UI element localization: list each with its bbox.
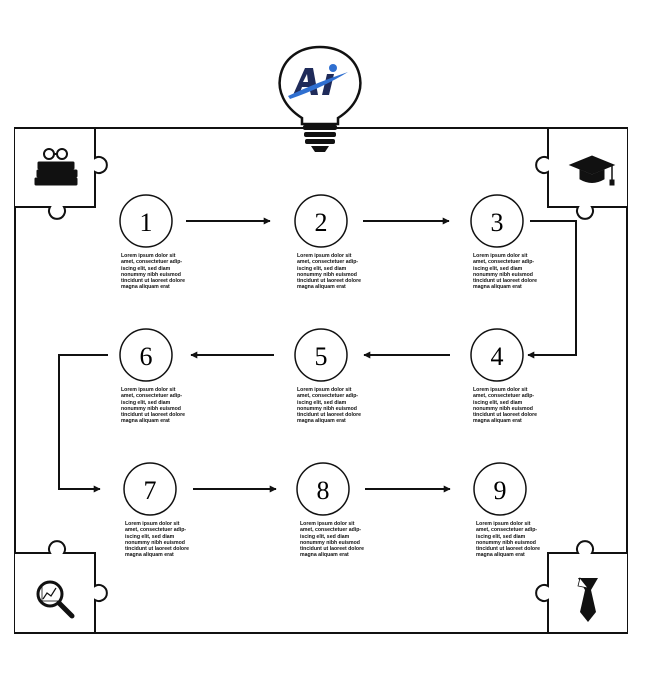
necktie-icon bbox=[577, 577, 598, 622]
step-7-description: Lorem ipsum dolor sit amet, consectetuer… bbox=[125, 521, 189, 559]
step-8-number: 8 bbox=[317, 476, 330, 505]
arrow-6-to-7 bbox=[58, 354, 108, 493]
step-9-description: Lorem ipsum dolor sit amet, consectetuer… bbox=[476, 521, 540, 559]
step-9-number: 9 bbox=[494, 476, 507, 505]
lightbulb-logo bbox=[278, 45, 362, 152]
ai-logo-icon bbox=[288, 64, 348, 99]
step-2-number: 2 bbox=[315, 208, 328, 237]
step-5-circle: 5 bbox=[294, 328, 348, 382]
step-6-description: Lorem ipsum dolor sit amet, consectetuer… bbox=[121, 387, 185, 425]
step-8-circle: 8 bbox=[296, 462, 350, 516]
step-5-description: Lorem ipsum dolor sit amet, consectetuer… bbox=[297, 387, 361, 425]
magnifier-chart-icon bbox=[36, 580, 75, 619]
step-4-description: Lorem ipsum dolor sit amet, consectetuer… bbox=[473, 387, 537, 425]
step-2-description: Lorem ipsum dolor sit amet, consectetuer… bbox=[297, 253, 361, 291]
step-3-description: Lorem ipsum dolor sit amet, consectetuer… bbox=[473, 253, 537, 291]
step-6-number: 6 bbox=[140, 342, 153, 371]
books-glasses-icon bbox=[34, 148, 78, 186]
step-3-number: 3 bbox=[491, 208, 504, 237]
step-9-circle: 9 bbox=[473, 462, 527, 516]
step-6-circle: 6 bbox=[119, 328, 173, 382]
step-7-circle: 7 bbox=[123, 462, 177, 516]
connectors bbox=[58, 217, 577, 493]
arrow-3-to-4 bbox=[527, 220, 577, 359]
step-4-circle: 4 bbox=[470, 328, 524, 382]
step-1-circle: 1 bbox=[119, 194, 173, 248]
step-4-number: 4 bbox=[491, 342, 504, 371]
graduation-cap-icon bbox=[568, 155, 616, 186]
step-3-circle: 3 bbox=[470, 194, 524, 248]
step-1-description: Lorem ipsum dolor sit amet, consectetuer… bbox=[121, 253, 185, 291]
step-8-description: Lorem ipsum dolor sit amet, consectetuer… bbox=[300, 521, 364, 559]
step-1-number: 1 bbox=[140, 208, 153, 237]
step-7-number: 7 bbox=[144, 476, 157, 505]
step-2-circle: 2 bbox=[294, 194, 348, 248]
step-5-number: 5 bbox=[315, 342, 328, 371]
